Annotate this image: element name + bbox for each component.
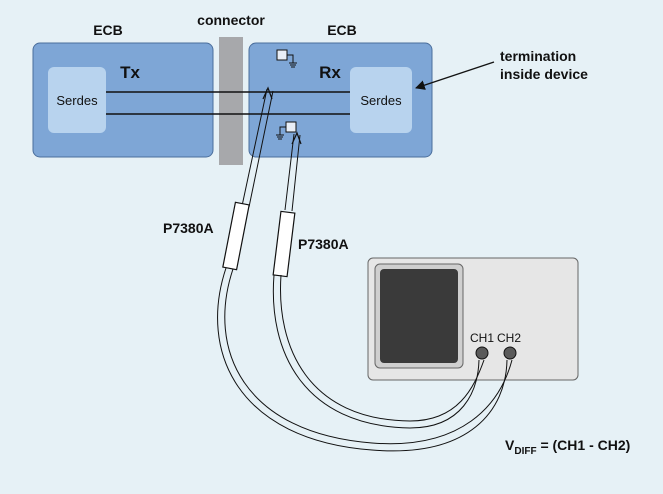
channel-2-input — [503, 346, 517, 360]
ground-symbol-bottom-icon — [276, 121, 297, 140]
channel-2-label: CH2 — [497, 331, 521, 345]
probe-1 — [222, 86, 274, 271]
right-ecb-title: ECB — [327, 22, 357, 38]
rx-label: Rx — [319, 63, 341, 82]
termination-label-line2: inside device — [500, 66, 588, 82]
channel-1-input — [475, 346, 489, 360]
tx-label: Tx — [120, 63, 140, 82]
vdiff-subscript: DIFF — [514, 446, 536, 457]
vdiff-base: V — [505, 437, 515, 453]
probe-1-cable — [217, 267, 513, 452]
probe-2-label: P7380A — [298, 236, 349, 252]
left-serdes-block — [48, 67, 106, 133]
oscilloscope-screen — [380, 269, 458, 363]
termination-label-line1: termination — [500, 48, 576, 64]
probe-2-cable — [272, 274, 485, 429]
left-ecb-title: ECB — [93, 22, 123, 38]
termination-arrow — [415, 61, 495, 90]
probe-1-label: P7380A — [163, 220, 214, 236]
connector-label: connector — [197, 12, 265, 28]
vdiff-formula: VDIFF = (CH1 - CH2) — [505, 437, 630, 457]
left-serdes-label: Serdes — [56, 93, 98, 108]
probe-2 — [272, 131, 302, 278]
connector-bar — [219, 37, 243, 165]
right-serdes-block — [350, 67, 412, 133]
right-serdes-label: Serdes — [360, 93, 402, 108]
vdiff-expression: = (CH1 - CH2) — [537, 437, 631, 453]
ground-symbol-top-icon — [276, 49, 297, 68]
channel-1-label: CH1 — [470, 331, 494, 345]
